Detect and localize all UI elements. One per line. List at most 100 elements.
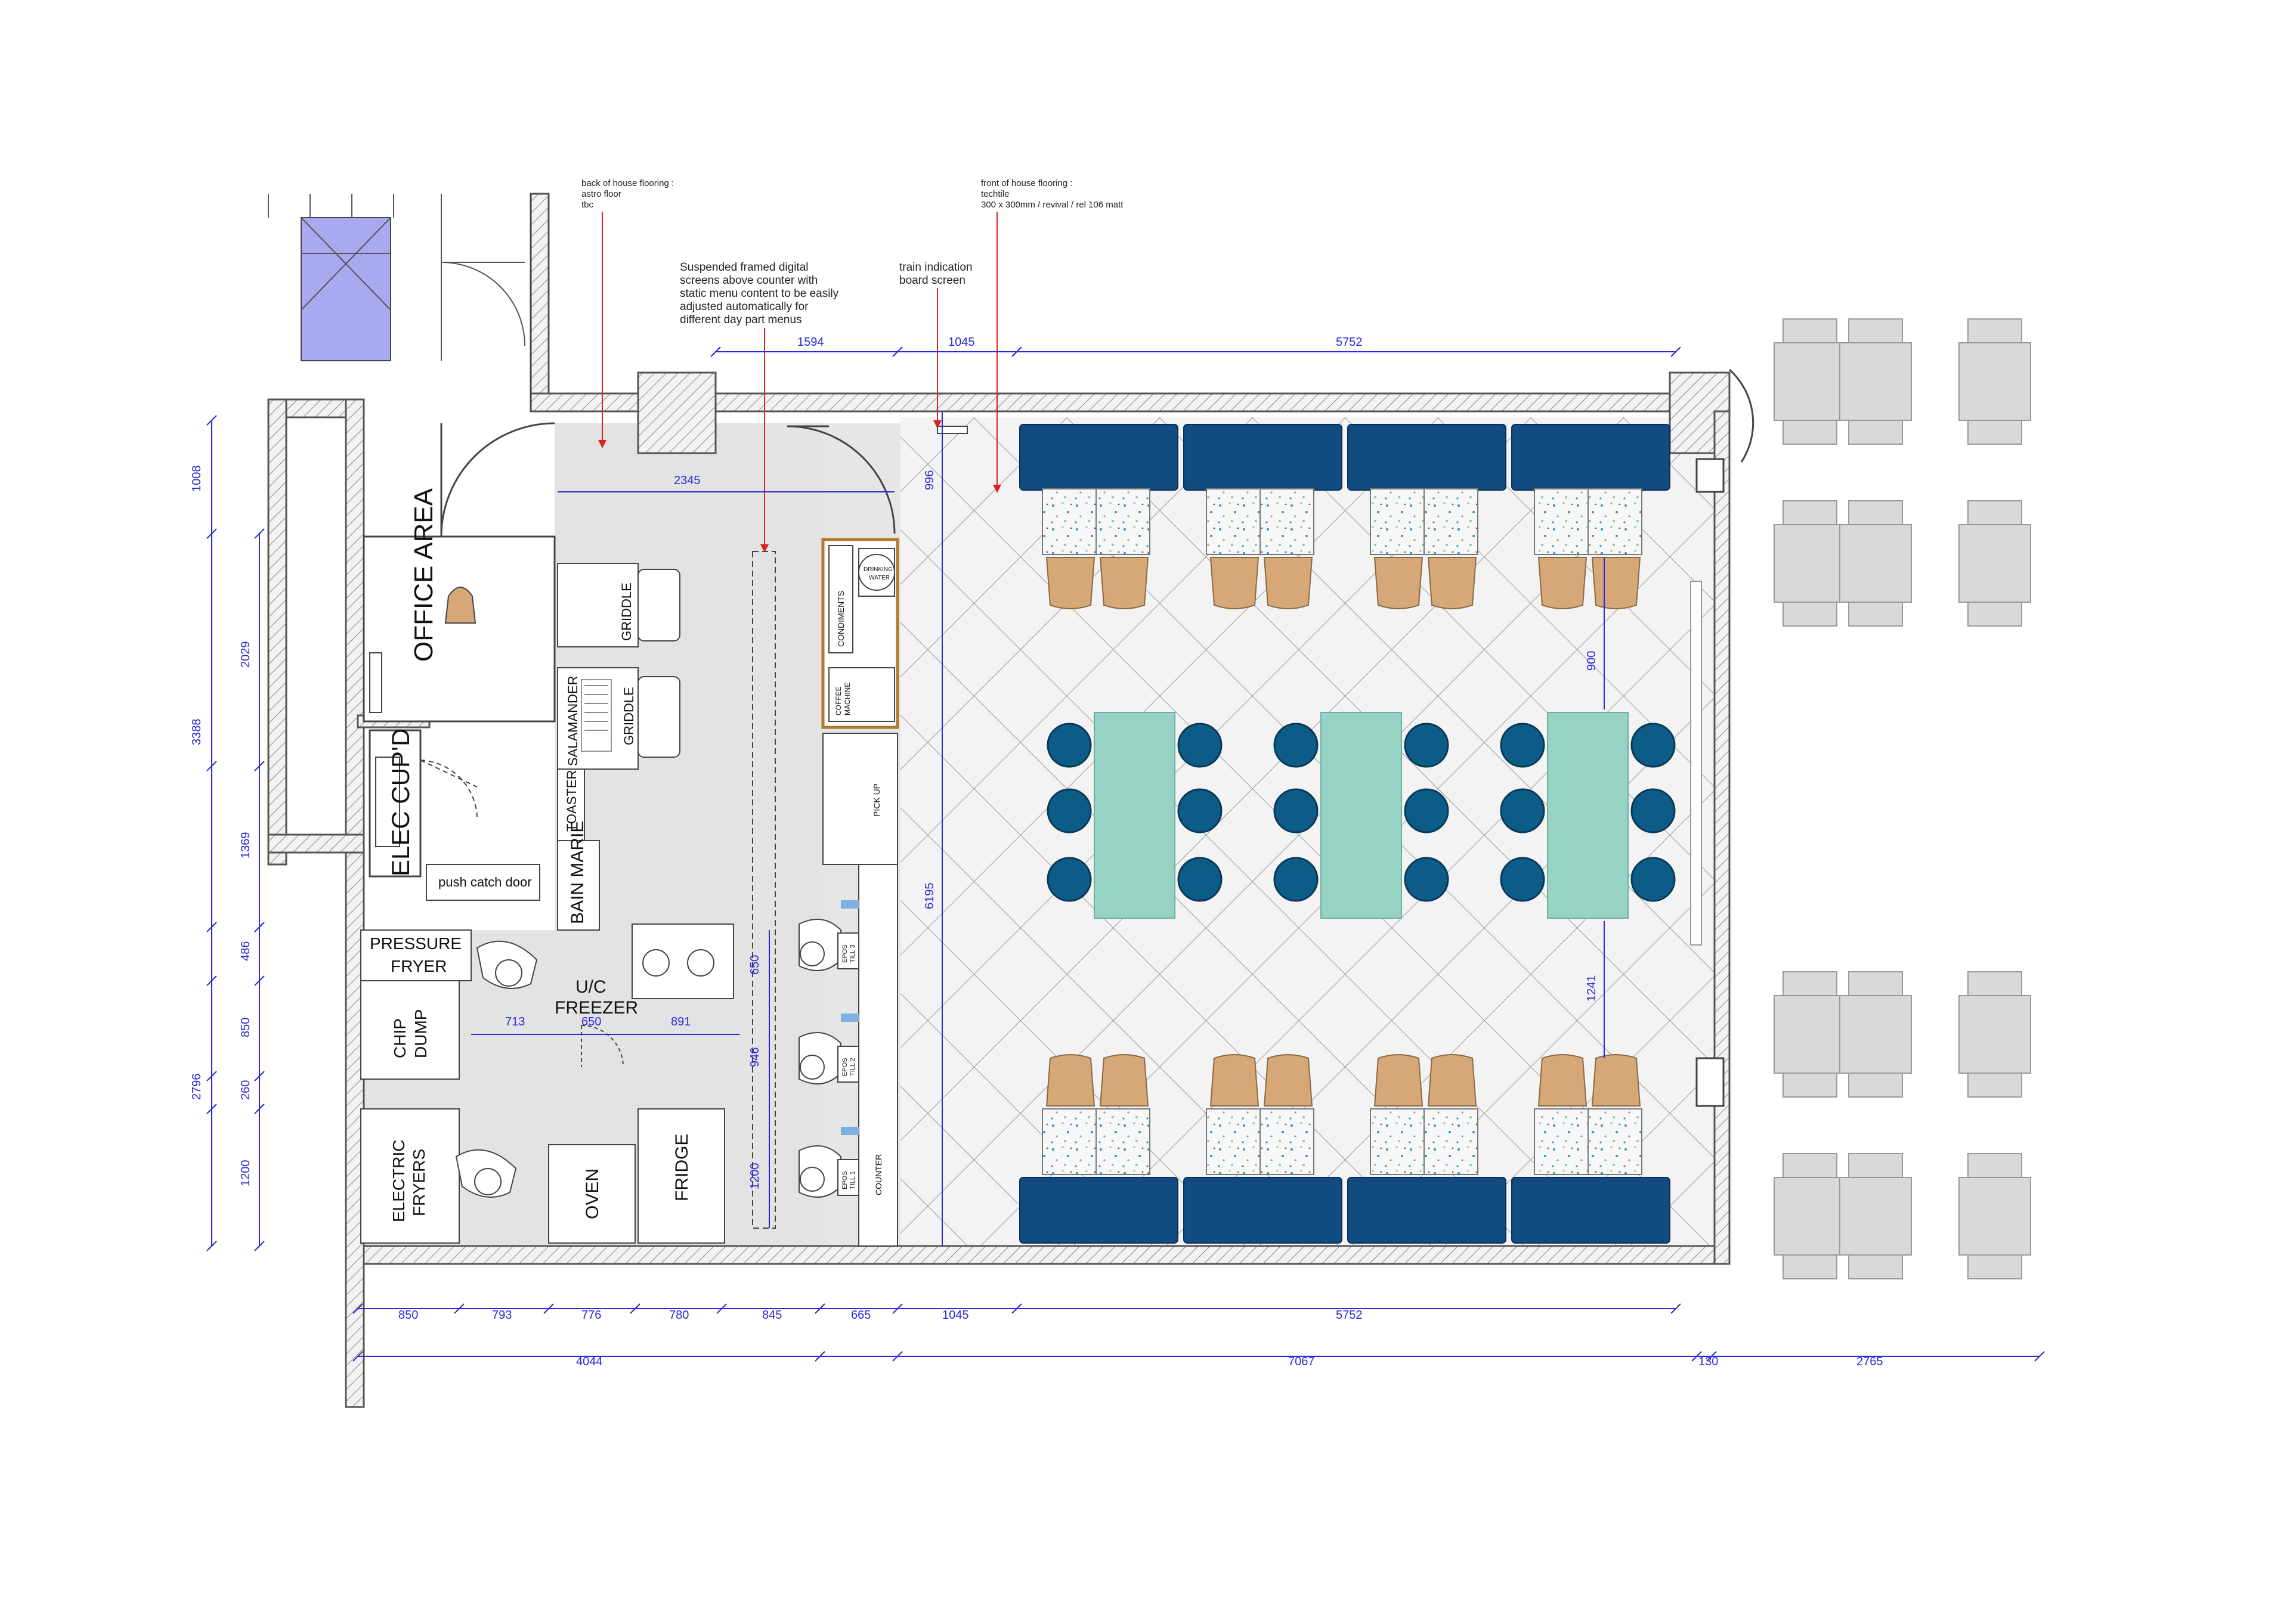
oven-label: OVEN — [583, 1169, 602, 1219]
note-foh-line-1: front of house flooring : — [981, 178, 1072, 188]
pressure-fryer-label-1: PRESSURE — [370, 934, 462, 953]
booth-table-bottom-1a — [1042, 1108, 1097, 1175]
note-foh-line-3: 300 x 300mm / revival / rel 106 matt — [981, 200, 1124, 210]
dim-tick-left-o-6 — [206, 1104, 217, 1114]
note-boh-line-3: tbc — [581, 200, 594, 210]
dim-bottom-1045: 1045 — [942, 1309, 969, 1322]
outdoor-table-7-table — [1774, 995, 1846, 1074]
dim-tick-bottom-2-5 — [2034, 1351, 2045, 1362]
dim-foh-1241: 1241 — [1585, 975, 1598, 1002]
chair-bottom-1-2 — [1099, 1054, 1149, 1107]
dim-top-5752: 5752 — [1336, 336, 1363, 349]
dim-tick-bottom-2-4 — [1706, 1351, 1717, 1362]
chair-bottom-1-1 — [1045, 1054, 1096, 1107]
dim-tick-left-i-6 — [254, 1241, 265, 1251]
outdoor-table-5 — [1839, 500, 1912, 627]
dim-tick-left-o-5 — [206, 1071, 217, 1081]
dim-tick-bottom-1-7 — [1011, 1303, 1022, 1314]
epos-3-label-1: EPOS — [841, 944, 849, 963]
dim-tick-bottom-1-4 — [716, 1303, 727, 1314]
note-screens-line-1: Suspended framed digital — [680, 261, 808, 274]
dim-kitchen-1200: 1200 — [748, 1163, 762, 1190]
chair-bottom-3-1 — [1373, 1054, 1423, 1107]
note-screens-line-5: different day part menus — [680, 314, 802, 326]
window-right — [1690, 581, 1702, 946]
dim-tick-left-o-1 — [206, 528, 217, 539]
stool-3-l2 — [1500, 788, 1545, 833]
stool-2-l2 — [1273, 788, 1319, 833]
outdoor-table-11-chair-bottom — [1848, 1254, 1903, 1279]
dim-bottom-665: 665 — [851, 1309, 871, 1322]
outdoor-table-10-chair-bottom — [1783, 1254, 1837, 1279]
outdoor-table-2-chair-top — [1848, 318, 1903, 343]
dim-top-1594: 1594 — [797, 336, 824, 349]
outdoor-table-7-chair-top — [1783, 971, 1837, 996]
outdoor-table-10-table — [1774, 1177, 1846, 1256]
dim-kitchen-6195: 6195 — [923, 883, 936, 910]
outdoor-table-5-chair-top — [1848, 500, 1903, 525]
outdoor-table-4-table — [1774, 524, 1846, 603]
fridge-label: FRIDGE — [672, 1134, 692, 1201]
stool-3-r3 — [1630, 857, 1676, 902]
outdoor-table-4-chair-bottom — [1783, 602, 1837, 627]
outdoor-seating — [1774, 318, 2031, 1279]
dim-tick-left-o-7 — [206, 1241, 217, 1251]
push-catch-door-label: push catch door — [438, 875, 532, 890]
chair-top-3-2 — [1427, 557, 1477, 609]
outdoor-table-10 — [1774, 1153, 1846, 1279]
banquette-top-4 — [1511, 424, 1670, 491]
chair-top-1-1 — [1045, 557, 1096, 609]
outdoor-table-6 — [1958, 500, 2031, 627]
booth-tables — [1042, 488, 1642, 1175]
outdoor-table-12-chair-top — [1967, 1153, 2022, 1178]
stool-2-l3 — [1273, 857, 1319, 902]
epos-3-label-2: TILL 3 — [849, 944, 856, 963]
high-table-1 — [1094, 712, 1175, 919]
note-boh-line-2: astro floor — [581, 189, 621, 199]
pressure-fryer: PRESSURE FRYER — [360, 929, 472, 981]
condiments-station: CONDIMENTS DRINKING WATER COFFEE MACHINE — [821, 538, 899, 729]
fridge: FRIDGE — [638, 1108, 725, 1244]
booth-table-bottom-3b — [1423, 1108, 1478, 1175]
walls — [267, 193, 1731, 1408]
dim-bottom-850: 850 — [398, 1309, 418, 1322]
chair-top-4-1 — [1537, 557, 1587, 609]
stool-1-l1 — [1047, 723, 1092, 768]
dim-bottom-776: 776 — [581, 1309, 601, 1322]
stool-2-r2 — [1404, 788, 1449, 833]
dim-tick-left-i-3 — [254, 975, 265, 986]
banquette-top-2 — [1183, 424, 1342, 491]
dim-bottom-845: 845 — [762, 1309, 782, 1322]
pick-up-counter: PICK UP — [822, 733, 898, 865]
outdoor-table-4-chair-top — [1783, 500, 1837, 525]
note-train-board: train indication board screen — [899, 261, 973, 434]
main-counter: COUNTER — [858, 864, 898, 1247]
dim-bottom-130: 130 — [1698, 1355, 1718, 1368]
condiments-label: CONDIMENTS — [836, 591, 846, 647]
dim-tick-bottom-1-0 — [352, 1303, 363, 1314]
dim-left-3388: 3388 — [190, 719, 203, 746]
dim-tick-left-o-2 — [206, 761, 217, 771]
stool-1-r2 — [1177, 788, 1223, 833]
outdoor-table-8-table — [1839, 995, 1912, 1074]
stool-2-l1 — [1273, 723, 1319, 768]
uc-freezer: U/C FREEZER — [555, 923, 734, 1068]
dim-kitchen-891: 891 — [671, 1015, 691, 1028]
dim-bottom-780: 780 — [669, 1309, 689, 1322]
dim-tick-left-i-2 — [254, 922, 265, 932]
toaster-label: TOASTER — [564, 770, 579, 832]
dim-tick-bottom-2-0 — [352, 1351, 363, 1362]
outdoor-table-3-table — [1958, 342, 2031, 421]
booth-table-top-4a — [1534, 488, 1589, 555]
booth-table-bottom-4b — [1587, 1108, 1642, 1175]
note-train-line-1: train indication — [899, 261, 973, 274]
dim-tick-left-i-0 — [254, 528, 265, 539]
dim-tick-bottom-1-1 — [454, 1303, 465, 1314]
pressure-fryer-label-2: FRYER — [391, 957, 447, 975]
chair-top-2-1 — [1209, 557, 1260, 609]
counter-door-swing — [787, 425, 896, 534]
outdoor-table-9-chair-bottom — [1967, 1073, 2022, 1098]
chair-bottom-4-2 — [1591, 1054, 1641, 1107]
note-train-line-2: board screen — [899, 274, 965, 287]
